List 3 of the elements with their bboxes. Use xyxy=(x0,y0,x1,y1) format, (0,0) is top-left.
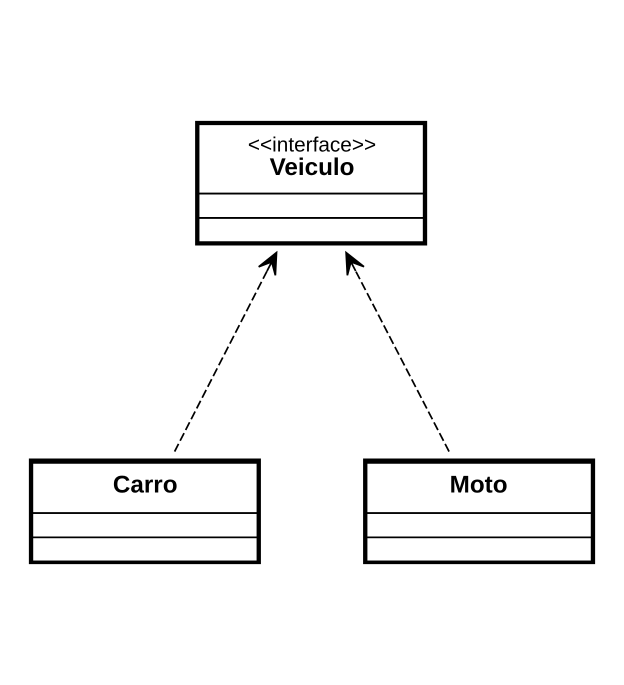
arrow xyxy=(174,252,278,452)
node-box: <<interface>> Veiculo xyxy=(195,120,428,246)
arrow xyxy=(345,252,450,452)
